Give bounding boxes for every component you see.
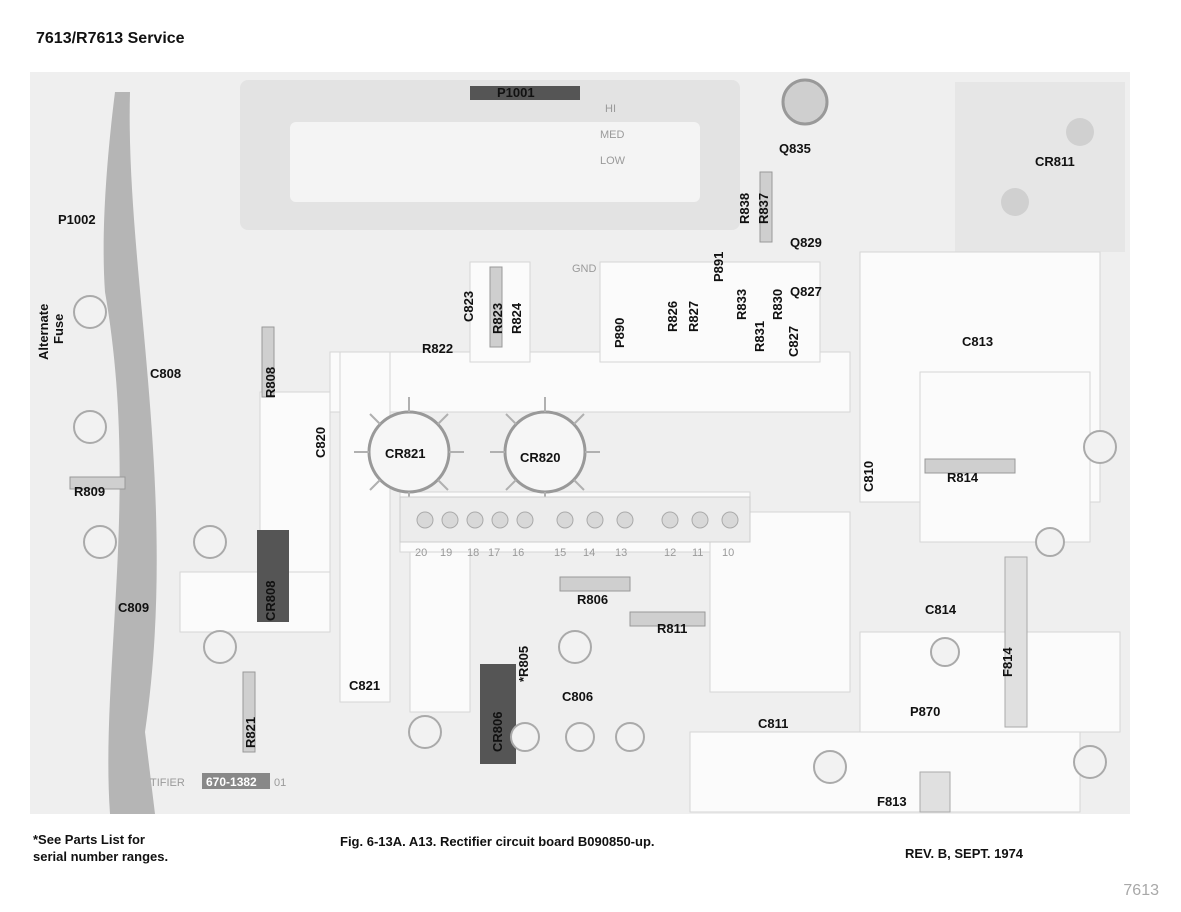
low-silk: LOW xyxy=(600,155,626,167)
circuit-board-photo: GND HI MED LOW 20 19 18 17 16 15 14 13 12 11 … xyxy=(30,72,1130,814)
label-c827: C827 xyxy=(786,326,801,357)
svg-text:12: 12 xyxy=(664,547,676,559)
footnote-line-2: serial number ranges. xyxy=(33,849,169,864)
svg-text:18: 18 xyxy=(467,547,479,559)
label-r805: *R805 xyxy=(516,646,531,682)
label-c811: C811 xyxy=(758,716,788,731)
p1001-connector xyxy=(470,86,580,100)
svg-text:13: 13 xyxy=(615,547,627,559)
pin-numbers: 20 19 18 17 16 15 14 13 12 11 10 xyxy=(415,547,734,559)
cr808-part xyxy=(257,530,289,622)
label-cr811: CR811 xyxy=(1035,154,1075,169)
label-p890: P890 xyxy=(612,318,627,348)
label-p1002: P1002 xyxy=(58,212,96,227)
label-q827: Q827 xyxy=(790,284,822,299)
wire-cable-bundle xyxy=(103,92,157,814)
label-r811: R811 xyxy=(657,621,687,636)
page-header: 7613/R7613 Service xyxy=(36,30,185,47)
label-p870: P870 xyxy=(910,704,940,719)
label-p891: P891 xyxy=(711,252,726,282)
svg-text:11: 11 xyxy=(692,547,703,559)
label-f814: F814 xyxy=(1000,647,1015,677)
gnd-silk: GND xyxy=(572,263,597,275)
part-rev: 01 xyxy=(274,777,286,789)
label-c809: C809 xyxy=(118,600,149,615)
label-c806: C806 xyxy=(562,689,593,704)
svg-text:17: 17 xyxy=(488,547,500,559)
label-cr821: CR821 xyxy=(385,446,425,461)
label-c810: C810 xyxy=(861,461,876,492)
label-c808: C808 xyxy=(150,366,181,381)
label-c820: C820 xyxy=(313,427,328,458)
label-r809: R809 xyxy=(74,484,105,499)
label-c814: C814 xyxy=(925,602,957,617)
label-r826: R826 xyxy=(665,301,680,332)
label-cr808: CR808 xyxy=(263,581,278,621)
label-c823: C823 xyxy=(461,291,476,322)
label-r822: R822 xyxy=(422,341,453,356)
revision-note: REV. B, SEPT. 1974 xyxy=(905,846,1024,861)
component-labels: P1001 P1002 C808 R809 C809 C821 CR821 CR… xyxy=(36,85,1075,809)
cr811-bridge xyxy=(955,82,1125,252)
label-c821: C821 xyxy=(349,678,380,693)
label-r830: R830 xyxy=(770,289,785,320)
label-r824: R824 xyxy=(509,302,524,334)
svg-text:19: 19 xyxy=(440,547,452,559)
label-r827: R827 xyxy=(686,301,701,332)
svg-text:14: 14 xyxy=(583,547,595,559)
svg-text:20: 20 xyxy=(415,547,427,559)
footnote-line-1: *See Parts List for xyxy=(33,832,145,847)
label-r823: R823 xyxy=(490,303,505,334)
hi-silk: HI xyxy=(605,103,616,115)
q835-transistor xyxy=(781,78,829,126)
label-q835: Q835 xyxy=(779,141,811,156)
page-number: 7613 xyxy=(1123,882,1159,899)
svg-text:15: 15 xyxy=(554,547,566,559)
cr806-part xyxy=(480,664,516,764)
label-r831: R831 xyxy=(752,321,767,352)
label-q829: Q829 xyxy=(790,235,822,250)
part-number: 670-1382 xyxy=(206,775,257,789)
label-cr820: CR820 xyxy=(520,450,560,465)
med-silk: MED xyxy=(600,129,625,141)
label-r808: R808 xyxy=(263,367,278,398)
svg-text:16: 16 xyxy=(512,547,524,559)
label-alt-fuse-1: Alternate xyxy=(36,304,51,360)
f813-fuse xyxy=(919,771,951,813)
label-cr806: CR806 xyxy=(490,712,505,752)
label-r821: R821 xyxy=(243,717,258,748)
label-r837: R837 xyxy=(756,193,771,224)
svg-text:10: 10 xyxy=(722,547,734,559)
label-p1001: P1001 xyxy=(497,85,535,100)
label-f813: F813 xyxy=(877,794,907,809)
label-r833: R833 xyxy=(734,289,749,320)
figure-caption: Fig. 6-13A. A13. Rectifier circuit board… xyxy=(340,834,655,849)
label-r838: R838 xyxy=(737,193,752,224)
label-c813: C813 xyxy=(962,334,993,349)
f814-fuse xyxy=(1004,556,1028,728)
label-r806: R806 xyxy=(577,592,608,607)
label-r814: R814 xyxy=(947,470,979,485)
label-alt-fuse-2: Fuse xyxy=(51,314,66,344)
rectifier-silk: TIFIER xyxy=(150,777,185,789)
